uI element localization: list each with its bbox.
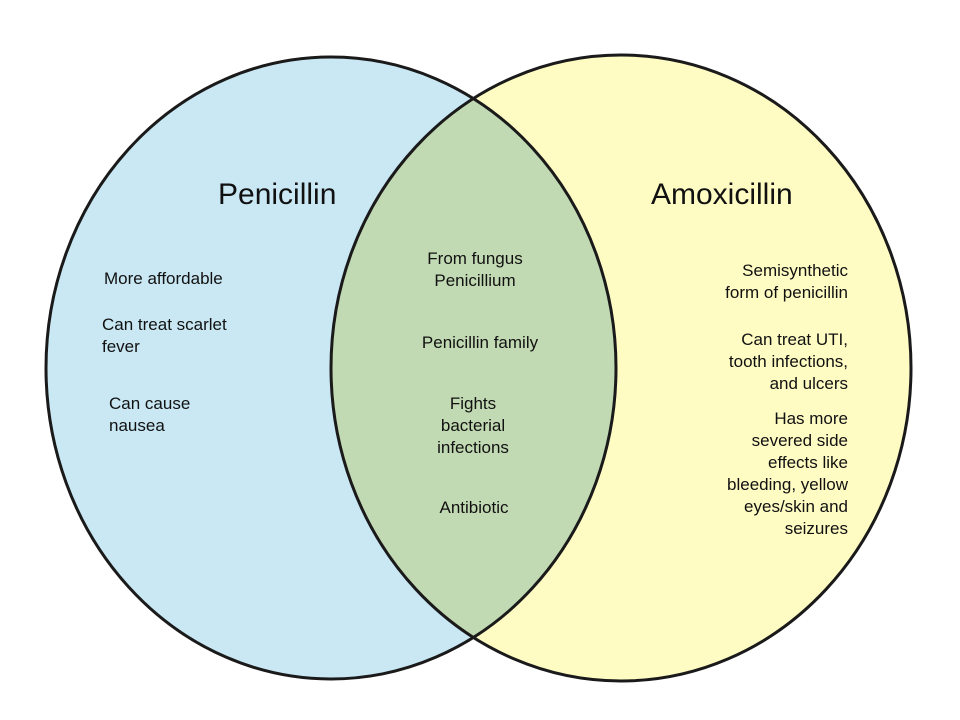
penicillin-item: More affordable <box>104 269 223 288</box>
amoxicillin-item: Has more severed side effects like bleed… <box>727 409 848 538</box>
penicillin-circle-outline <box>44 55 618 681</box>
amoxicillin-title: Amoxicillin <box>651 178 793 211</box>
overlap-item: From fungus Penicillium <box>427 249 523 290</box>
amoxicillin-item: Can treat UTI, tooth infections, and ulc… <box>728 330 848 393</box>
penicillin-title: Penicillin <box>218 178 337 211</box>
amoxicillin-item: Semisynthetic form of penicillin <box>725 261 848 302</box>
overlap-region <box>331 57 616 679</box>
overlap-item: Penicillin family <box>421 333 539 352</box>
amoxicillin-circle-outline <box>329 53 913 683</box>
penicillin-item: Can treat scarlet fever <box>102 315 227 356</box>
penicillin-item: Can cause nausea <box>109 394 191 435</box>
overlap-item: Antibiotic <box>439 498 509 517</box>
overlap-item: Fights bacterial infections <box>437 394 509 457</box>
